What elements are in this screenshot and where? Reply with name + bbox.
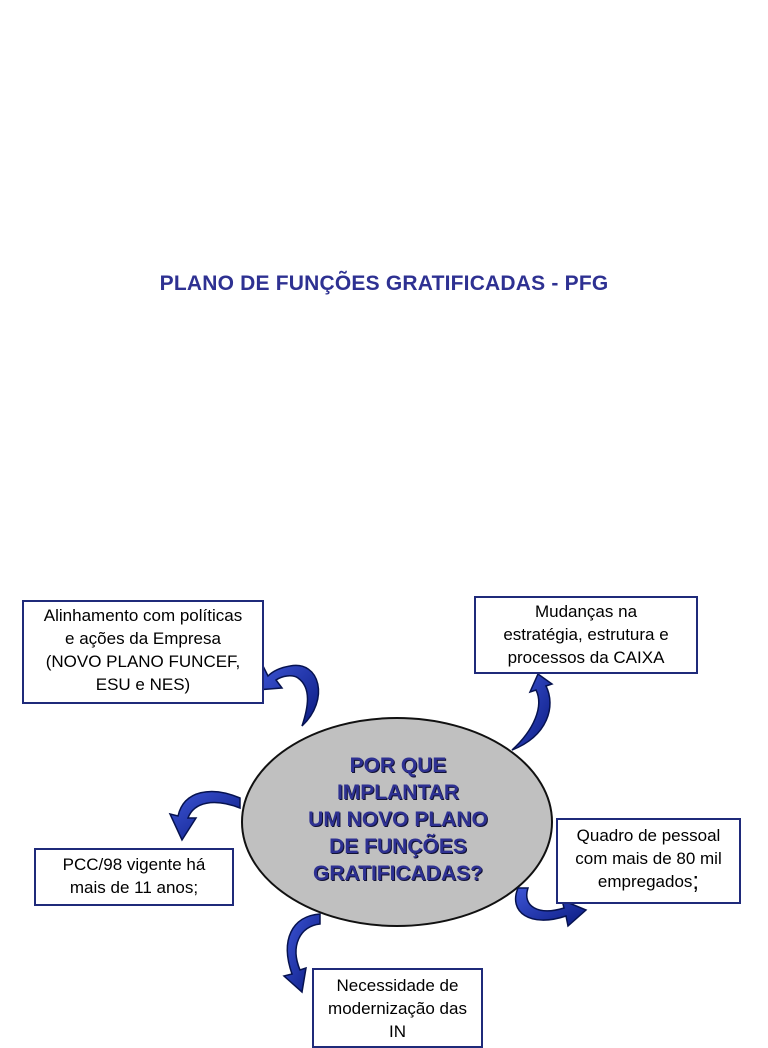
- box-line: Necessidade de: [336, 976, 459, 995]
- page-title: PLANO DE FUNÇÕES GRATIFICADAS - PFG: [159, 272, 609, 295]
- box-line: estratégia, estrutura e: [503, 625, 669, 644]
- box-line: PCC/98 vigente há: [62, 855, 206, 874]
- curved-arrow-icon: [282, 913, 321, 994]
- box-pcc: PCC/98 vigente há mais de 11 anos;: [34, 848, 234, 906]
- box-alinhamento: Alinhamento com políticas e ações da Emp…: [22, 600, 264, 704]
- center-line: UM NOVO PLANO: [308, 808, 488, 831]
- curved-arrow-icon: [255, 661, 320, 727]
- curved-arrow-icon: [514, 887, 588, 928]
- center-line: IMPLANTAR: [336, 781, 460, 804]
- box-line: Alinhamento com políticas: [43, 606, 243, 625]
- box-line-suffix: ;: [692, 868, 700, 895]
- box-line: empregados;: [558, 868, 739, 895]
- curved-arrow-icon: [168, 790, 241, 842]
- center-line: POR QUE: [349, 754, 447, 777]
- box-line: mais de 11 anos;: [69, 878, 199, 897]
- box-necessidade: Necessidade de modernização das IN: [312, 968, 483, 1048]
- center-line: GRATIFICADAS?: [313, 862, 483, 885]
- diagram-canvas: [168, 661, 588, 994]
- box-line: com mais de 80 mil: [575, 849, 722, 868]
- box-line: processos da CAIXA: [507, 648, 665, 667]
- box-quadro: Quadro de pessoal com mais de 80 mil emp…: [556, 818, 741, 904]
- center-question: POR QUE IMPLANTAR UM NOVO PLANO DE FUNÇÕ…: [248, 752, 548, 887]
- box-mudancas: Mudanças na estratégia, estrutura e proc…: [474, 596, 698, 674]
- center-ellipse: [241, 717, 553, 927]
- box-line: modernização das: [328, 999, 467, 1018]
- curved-arrow-icon: [511, 672, 554, 751]
- box-line-text: empregados: [597, 872, 693, 891]
- box-line: (NOVO PLANO FUNCEF,: [45, 652, 241, 671]
- box-line: ESU e NES): [95, 675, 191, 694]
- box-line: Quadro de pessoal: [576, 826, 721, 845]
- box-line: Mudanças na: [534, 602, 638, 621]
- box-line: e ações da Empresa: [65, 629, 221, 648]
- box-line: IN: [389, 1022, 406, 1041]
- center-line: DE FUNÇÕES: [329, 835, 467, 858]
